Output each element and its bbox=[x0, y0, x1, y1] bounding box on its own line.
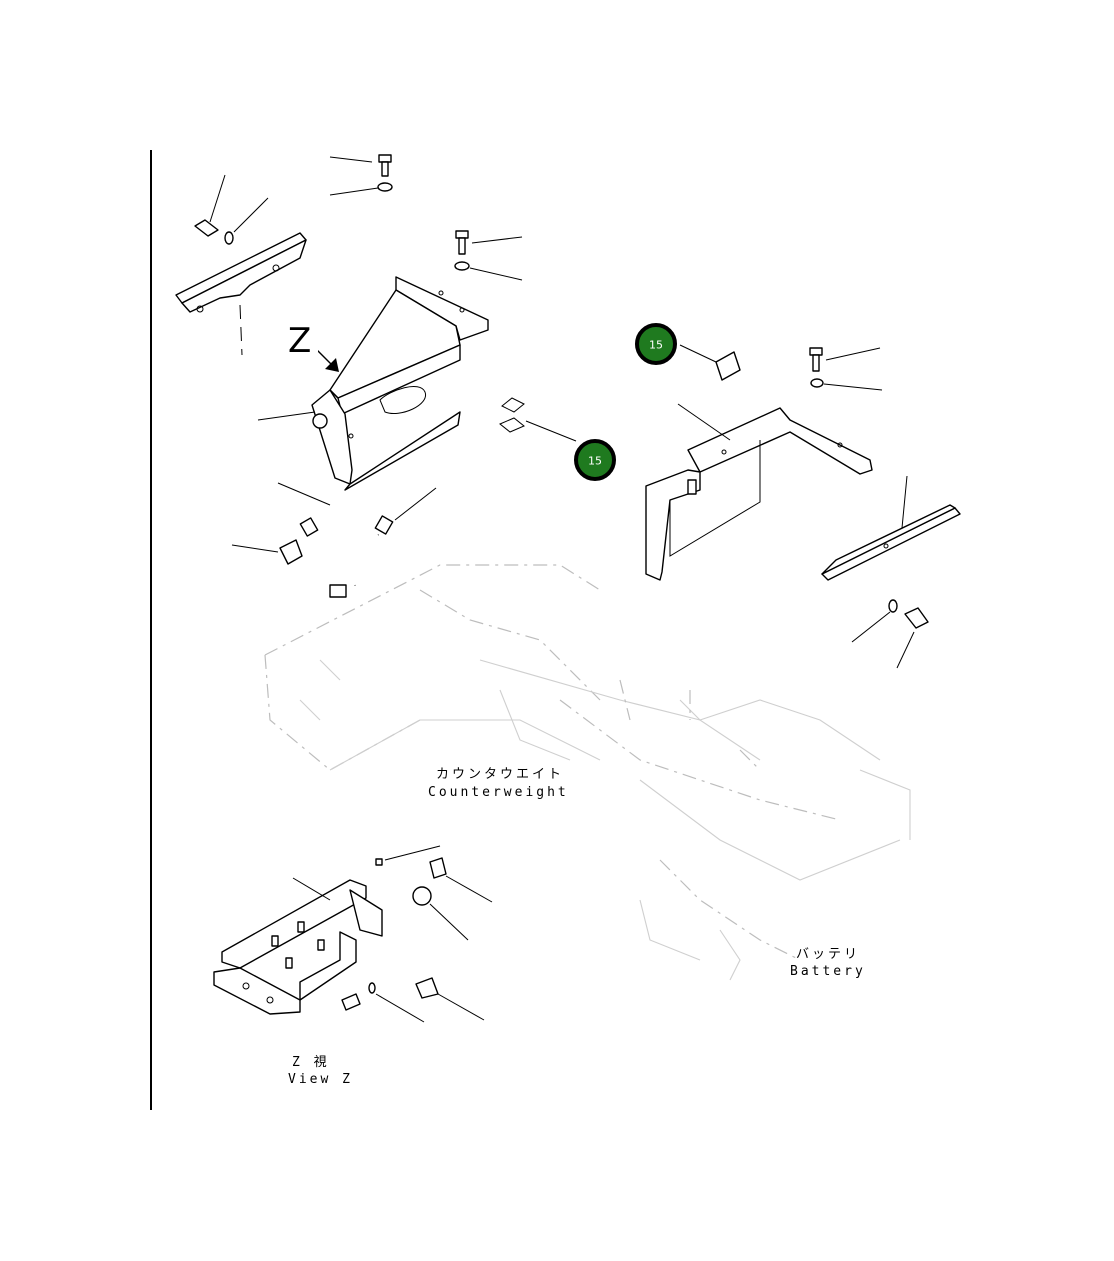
view-z-label: Z 視 View Z bbox=[288, 1055, 353, 1087]
battery-label-jp: バッテリ bbox=[796, 947, 860, 962]
cushion-block bbox=[679, 344, 741, 381]
right-cover-plate bbox=[821, 475, 961, 581]
z-view-marker: Z bbox=[288, 321, 339, 372]
battery-label: バッテリ Battery bbox=[790, 947, 866, 979]
bolt-right bbox=[809, 347, 883, 391]
bolt-top-left bbox=[329, 154, 393, 196]
view-z-label-jp: Z 視 bbox=[292, 1055, 330, 1070]
view-z-assembly bbox=[213, 877, 383, 1015]
counterweight-label-jp: カウンタウエイト bbox=[436, 767, 564, 782]
bolt-right-pair bbox=[851, 599, 929, 669]
z-marker-label: Z bbox=[288, 321, 311, 361]
counterweight-label-en: Counterweight bbox=[428, 785, 569, 800]
callout-15-lower[interactable]: 15 bbox=[574, 439, 616, 481]
view-z-label-en: View Z bbox=[288, 1072, 353, 1087]
bolt-left-pair bbox=[194, 174, 269, 245]
bolt-upper-middle bbox=[454, 230, 523, 281]
battery-cable bbox=[277, 482, 437, 598]
battery-box-bracket bbox=[257, 276, 489, 491]
left-cover-plate bbox=[175, 232, 307, 356]
counterweight-label: カウンタウエイト Counterweight bbox=[428, 767, 569, 800]
terminal-clamp-left bbox=[231, 539, 303, 565]
battery-label-en: Battery bbox=[790, 964, 866, 979]
callout-15-upper[interactable]: 15 bbox=[635, 323, 677, 365]
ghost-counterweight-structure bbox=[264, 564, 911, 981]
view-z-small-parts bbox=[341, 845, 493, 1023]
battery-bracket-right bbox=[645, 403, 873, 581]
view-arrow-icon bbox=[318, 350, 339, 372]
small-plate-center bbox=[499, 397, 577, 442]
